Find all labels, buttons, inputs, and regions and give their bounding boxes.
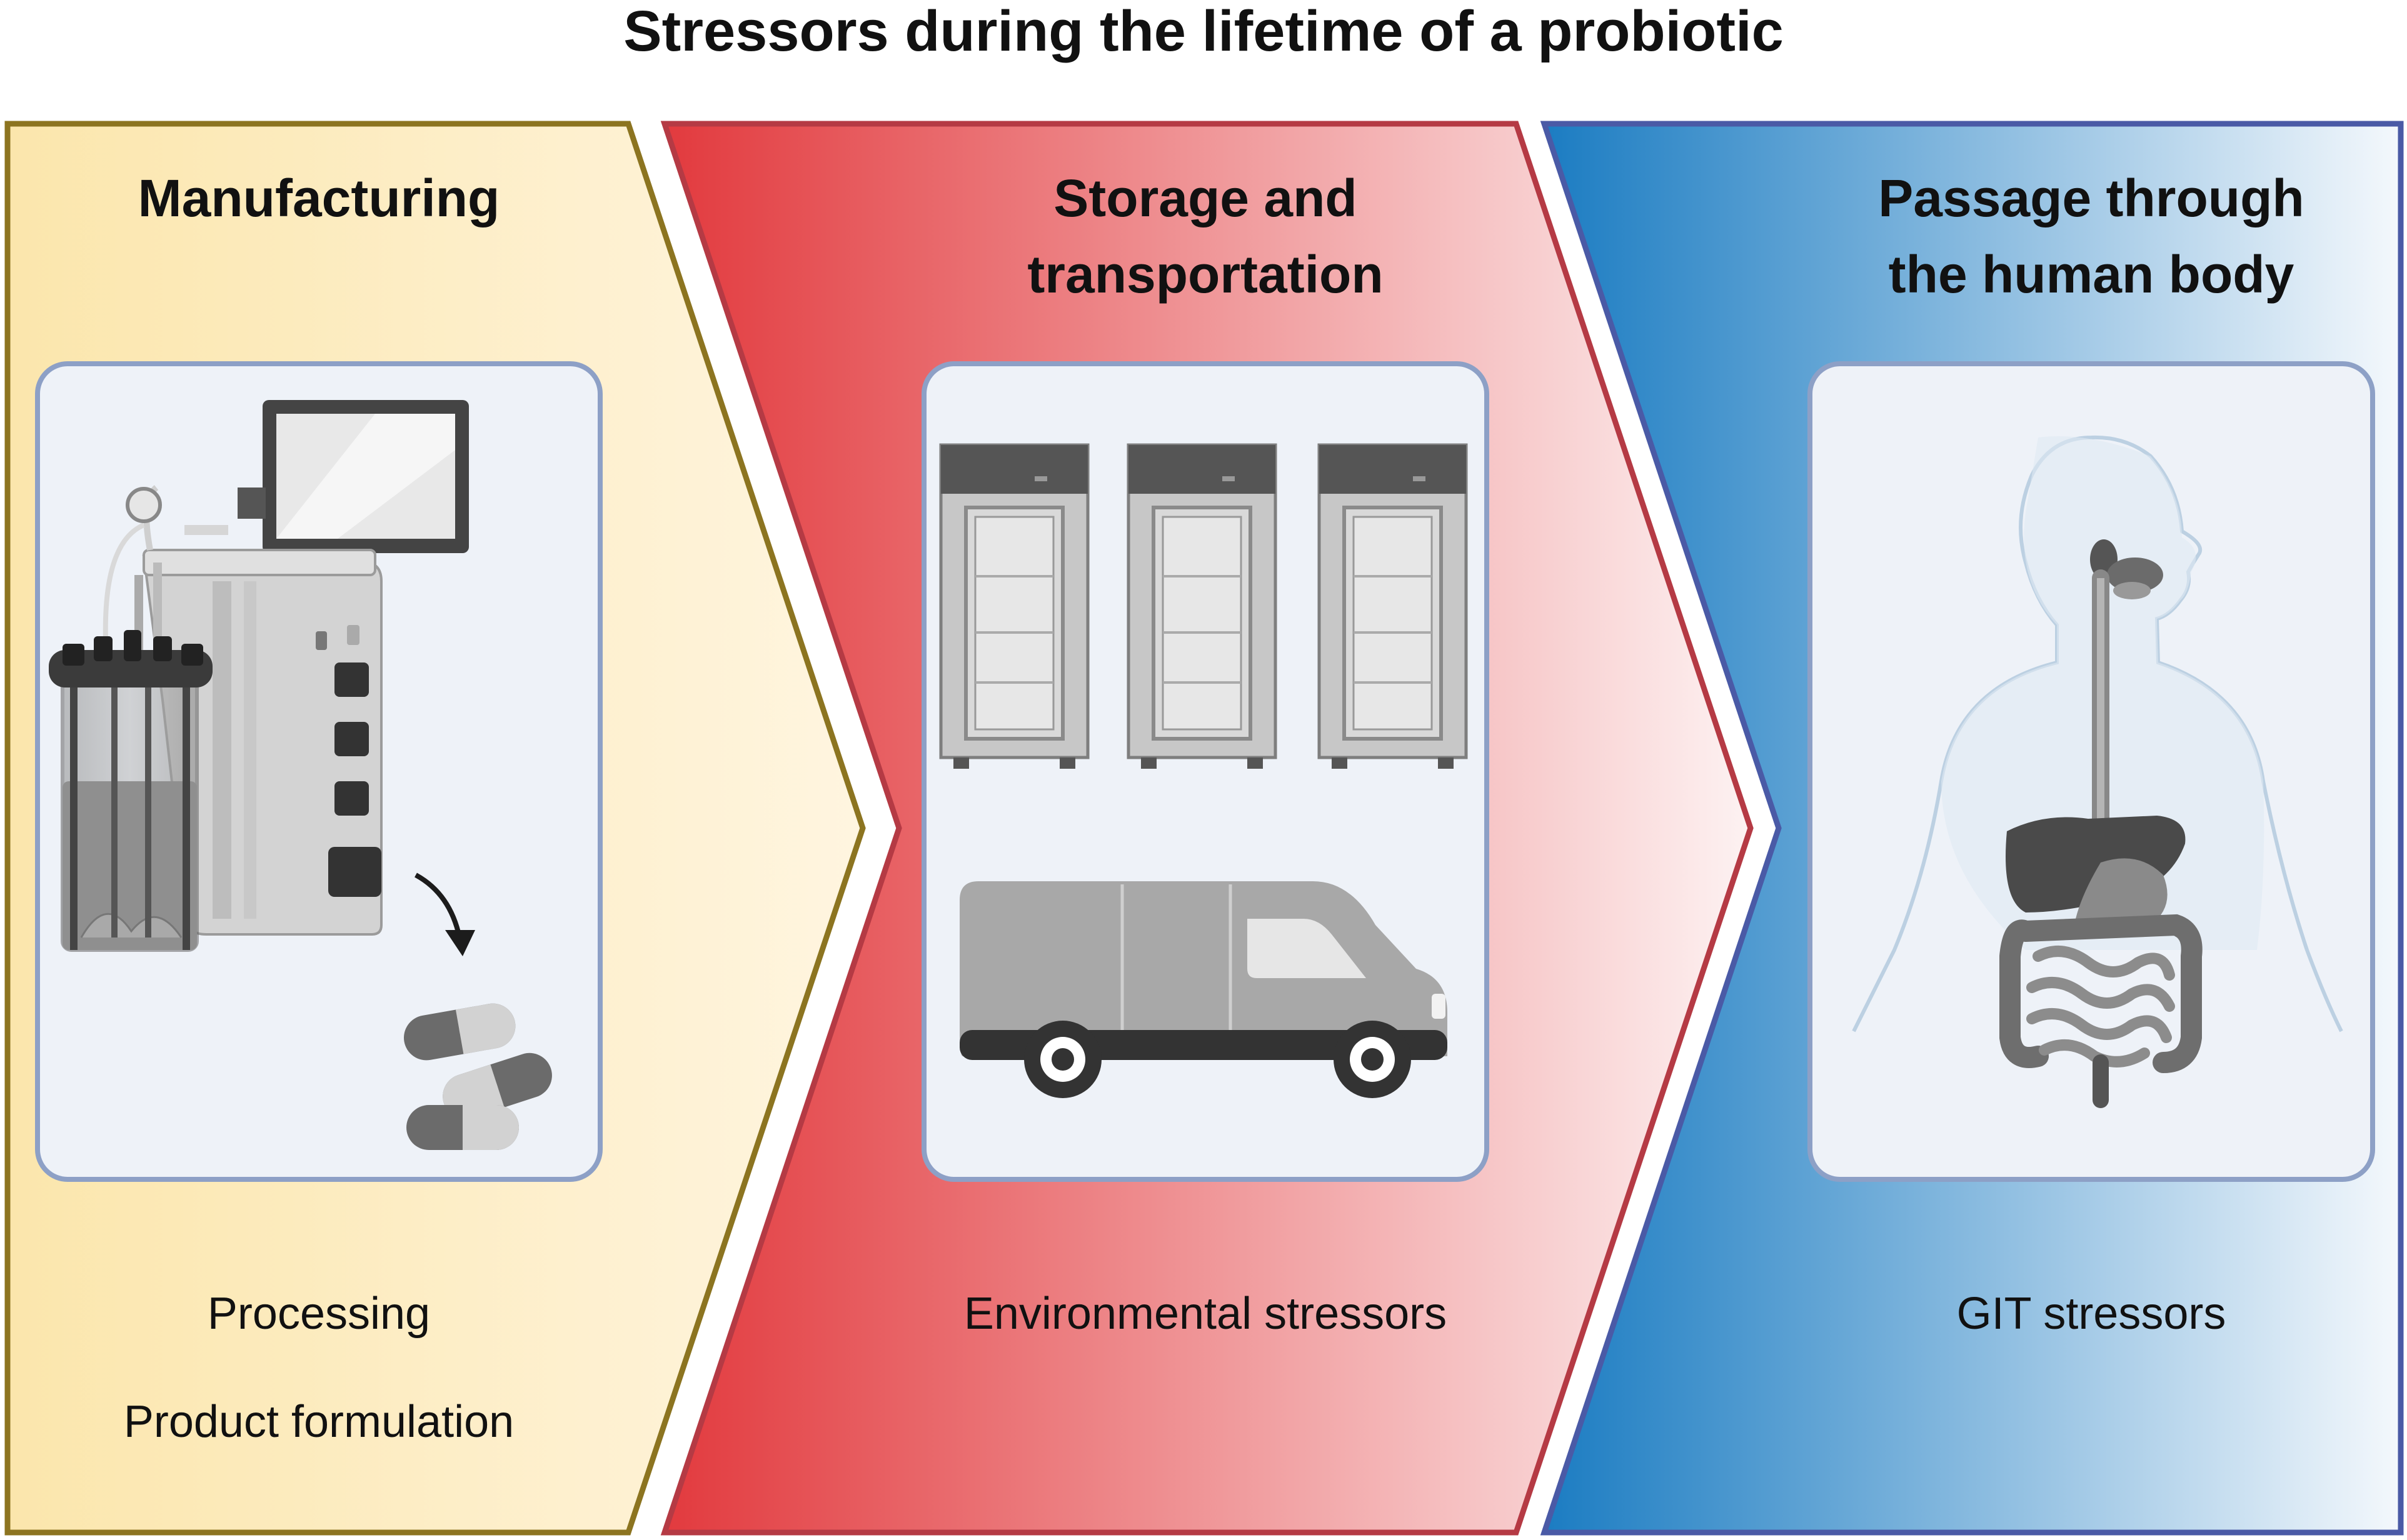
heading-line: Storage and <box>1053 169 1357 228</box>
human-digestive-system-icon <box>1852 435 2343 1108</box>
heading-manufacturing: Manufacturing <box>38 160 600 236</box>
caption-product-formulation: Product formulation <box>123 1397 515 1447</box>
caption-environmental-stressors: Environmental stressors <box>963 1289 1447 1339</box>
diagram-title: Stressors during the lifetime of a probi… <box>623 0 1784 63</box>
heading-line: Passage through <box>1878 169 2304 228</box>
refrigerator-icon <box>1127 443 1277 769</box>
heading-line: Manufacturing <box>138 169 500 228</box>
heading-body: Passage through the human body <box>1810 160 2373 312</box>
caption-git-stressors: GIT stressors <box>1956 1289 2226 1339</box>
caption-processing: Processing <box>207 1289 431 1339</box>
heading-line: the human body <box>1888 245 2294 304</box>
heading-line: transportation <box>1027 245 1384 304</box>
bioreactor-icon <box>49 400 469 952</box>
refrigerator-icon <box>1317 443 1468 769</box>
van-icon <box>960 881 1447 1098</box>
heading-storage: Storage and transportation <box>924 160 1487 312</box>
refrigerator-icon <box>939 443 1090 769</box>
capsule-icon <box>403 1003 552 1150</box>
arrow-icon <box>415 872 475 956</box>
